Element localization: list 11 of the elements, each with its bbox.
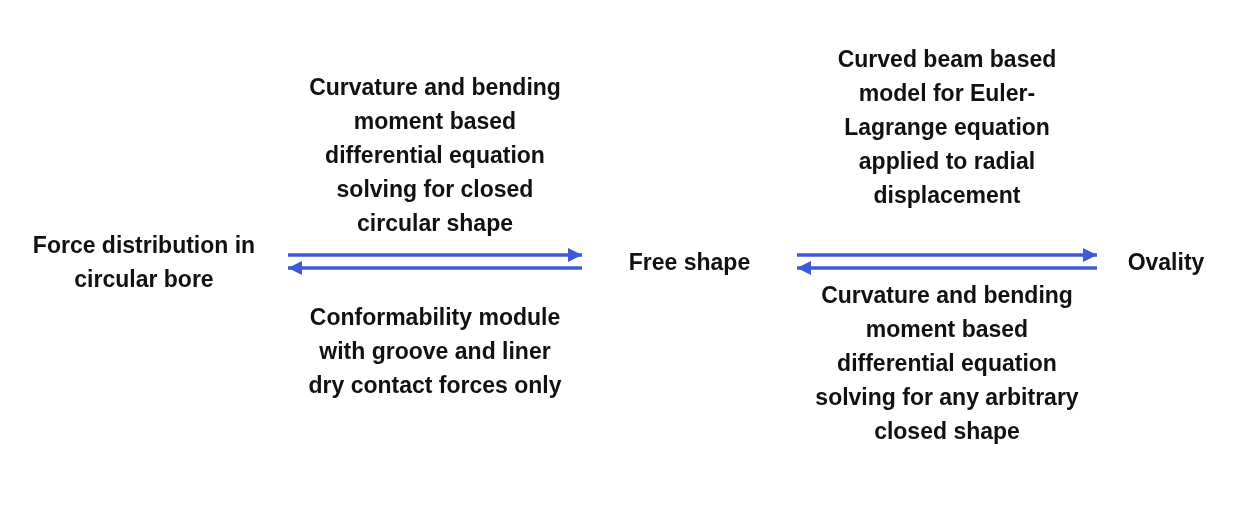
edge-label: Curvature and bending moment based differential equation solving for any arbitrary closed shape bbox=[814, 281, 1080, 446]
arrow bbox=[288, 261, 582, 275]
arrow bbox=[797, 248, 1097, 262]
edge-label: Curvature and bending moment based differential equation solving for closed circular shape bbox=[308, 73, 562, 238]
node-label: Ovality bbox=[1126, 248, 1206, 277]
edge-label: Conformability module with groove and liner dry contact forces only bbox=[307, 303, 563, 400]
edge-label: Curved beam based model for Euler-Lagrange equation applied to radial displacement bbox=[836, 45, 1058, 210]
arrow bbox=[288, 248, 582, 262]
node-label: Free shape bbox=[627, 248, 752, 277]
arrow bbox=[797, 261, 1097, 275]
node-label: Force distribution in circular bore bbox=[31, 231, 257, 294]
